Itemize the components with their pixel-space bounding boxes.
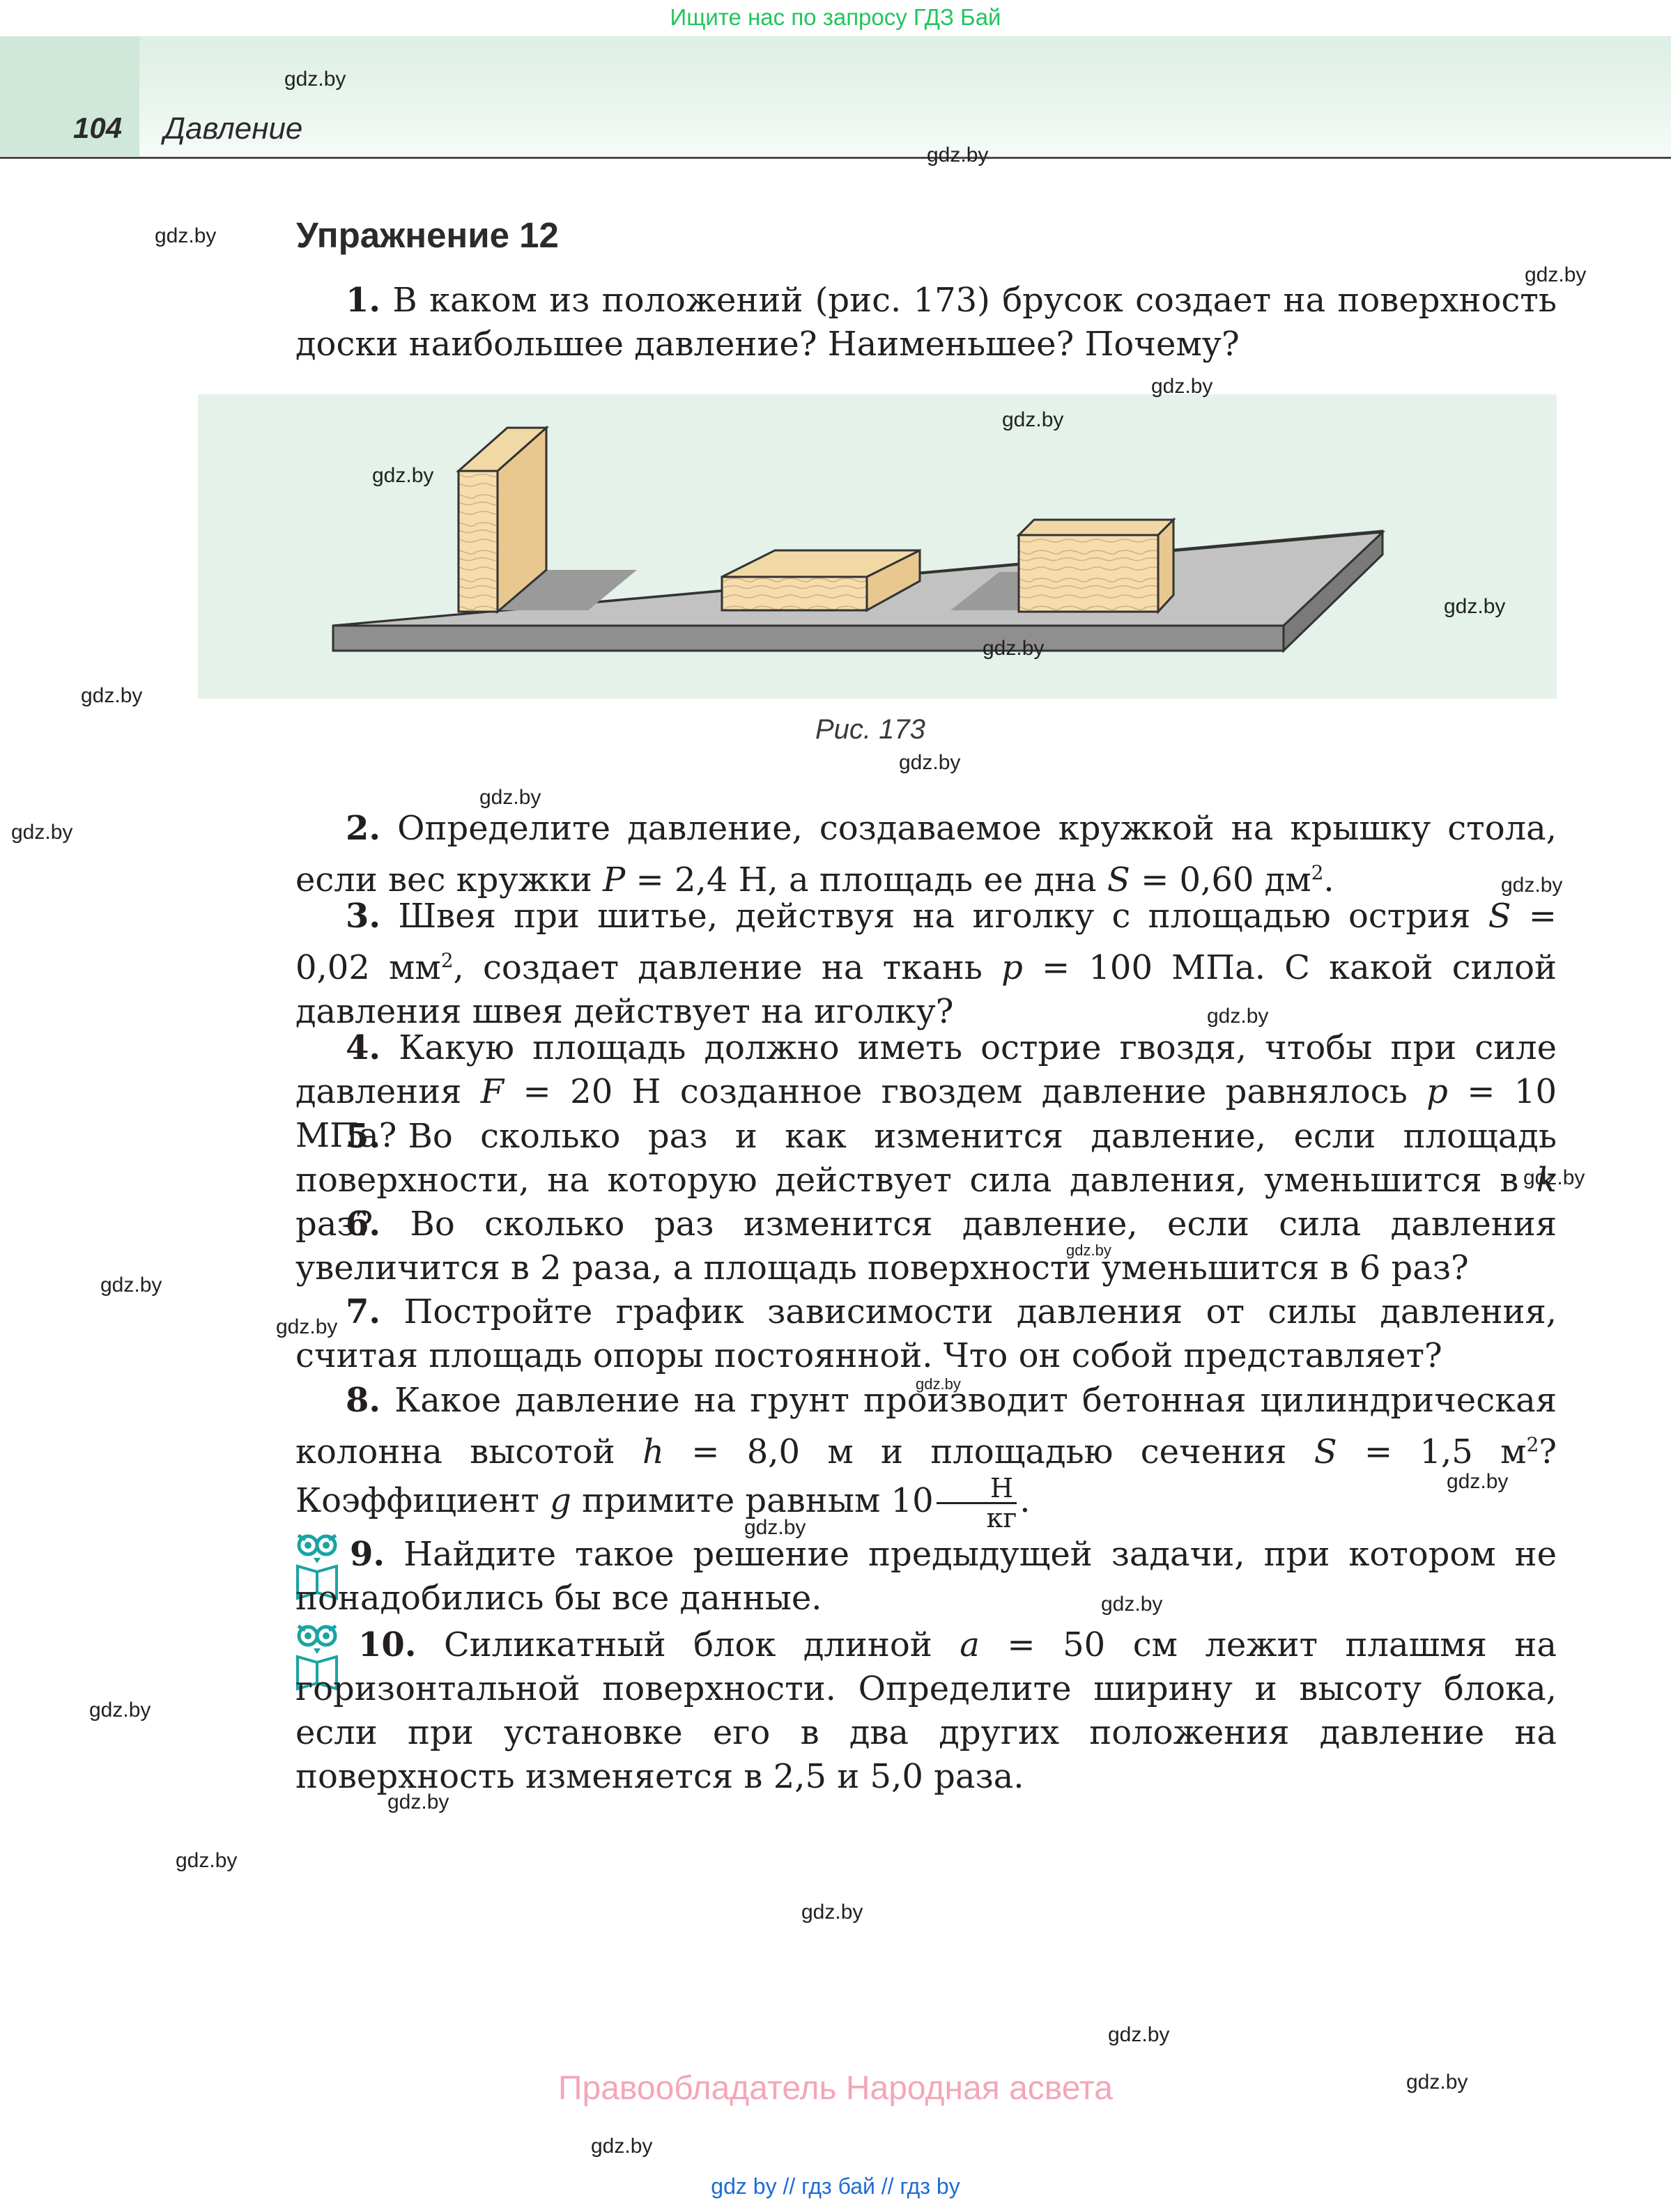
problem-number: 10. — [358, 1625, 417, 1664]
watermark: gdz.by — [1101, 1593, 1163, 1616]
footer-links[interactable]: gdz by // гдз бай // гдз by — [711, 2174, 960, 2199]
block-edge-top — [1016, 518, 1176, 536]
problem-number: 1. — [346, 281, 381, 320]
watermark: gdz.by — [1447, 1470, 1509, 1493]
watermark: gdz.by — [916, 1375, 961, 1393]
problem-5: 5. Во сколько раз и как изменится давлен… — [295, 1117, 1557, 1244]
symbol-S: S — [1107, 860, 1130, 899]
board-with-blocks-illustration — [332, 425, 1386, 653]
page-number-box — [0, 36, 139, 156]
copyright-notice: Правообладатель Народная асвета — [558, 2070, 1113, 2107]
watermark: gdz.by — [801, 1901, 863, 1924]
problem-number: 9. — [350, 1535, 385, 1574]
top-banner[interactable]: Ищите нас по запросу ГДЗ Бай — [670, 4, 1001, 30]
problem-number: 5. — [346, 1117, 381, 1156]
watermark: gdz.by — [11, 821, 73, 844]
watermark: gdz.by — [591, 2135, 653, 2158]
block-standing-front — [457, 470, 499, 613]
problem-6: 6. Во сколько раз изменится давление, ес… — [295, 1205, 1557, 1287]
symbol-P: P — [602, 860, 626, 899]
problem-number: 2. — [346, 809, 381, 848]
board-side — [1282, 529, 1384, 653]
page-number: 104 — [73, 111, 123, 144]
watermark: gdz.by — [1207, 1005, 1269, 1028]
problem-10: 10. Силикатный блок длиной a = 50 см леж… — [295, 1625, 1557, 1796]
board-front — [332, 624, 1285, 652]
watermark: gdz.by — [387, 1791, 449, 1813]
problem-number: 4. — [346, 1028, 381, 1067]
header-divider — [0, 157, 1671, 159]
watermark: gdz.by — [983, 637, 1045, 660]
watermark: gdz.by — [1002, 408, 1064, 431]
watermark: gdz.by — [176, 1849, 238, 1872]
problem-number: 7. — [346, 1292, 381, 1331]
watermark: gdz.by — [899, 751, 961, 774]
watermark: gdz.by — [276, 1315, 338, 1338]
watermark: gdz.by — [1523, 1166, 1585, 1189]
watermark: gdz.by — [1151, 375, 1213, 398]
problem-3: 3. Швея при шитье, действуя на иголку с … — [295, 897, 1557, 1031]
block-flat-front — [721, 575, 868, 612]
watermark: gdz.by — [927, 144, 989, 167]
problem-8: 8. Какое давление на грунт производит бе… — [295, 1381, 1557, 1533]
watermark: gdz.by — [284, 68, 346, 91]
section-title: Давление — [164, 111, 303, 146]
problem-number: 3. — [346, 897, 381, 936]
watermark: gdz.by — [1108, 2023, 1170, 2046]
owl-icon — [295, 1533, 339, 1601]
problem-text: В каком из положений (рис. 173) брусок с… — [295, 281, 1557, 364]
problem-9: 9. Найдите такое решение предыдущей зада… — [295, 1535, 1557, 1618]
problem-number: 6. — [346, 1205, 381, 1244]
page-header — [0, 36, 1671, 156]
watermark: gdz.by — [1501, 874, 1563, 897]
watermark: gdz.by — [81, 684, 143, 707]
problem-4: 4. Какую площадь должно иметь острие гво… — [295, 1028, 1557, 1155]
watermark: gdz.by — [1525, 263, 1587, 286]
watermark: gdz.by — [100, 1274, 162, 1297]
watermark: gdz.by — [1066, 1242, 1111, 1259]
block-edge-front — [1017, 534, 1160, 613]
figure-caption: Рис. 173 — [815, 714, 925, 745]
watermark: gdz.by — [744, 1516, 806, 1539]
exercise-title: Упражнение 12 — [296, 215, 559, 255]
watermark: gdz.by — [372, 464, 434, 487]
watermark: gdz.by — [1444, 595, 1506, 618]
owl-icon — [295, 1623, 339, 1692]
watermark: gdz.by — [89, 1699, 151, 1722]
watermark: gdz.by — [479, 786, 541, 809]
problem-7: 7. Постройте график зависимости давления… — [295, 1292, 1557, 1375]
watermark: gdz.by — [155, 224, 217, 247]
problem-1: 1. В каком из положений (рис. 173) брусо… — [295, 279, 1557, 366]
problem-2: 2. Определите давление, создаваемое круж… — [295, 809, 1557, 899]
problem-number: 8. — [346, 1381, 381, 1420]
figure-173 — [198, 394, 1557, 699]
watermark: gdz.by — [1406, 2071, 1468, 2094]
